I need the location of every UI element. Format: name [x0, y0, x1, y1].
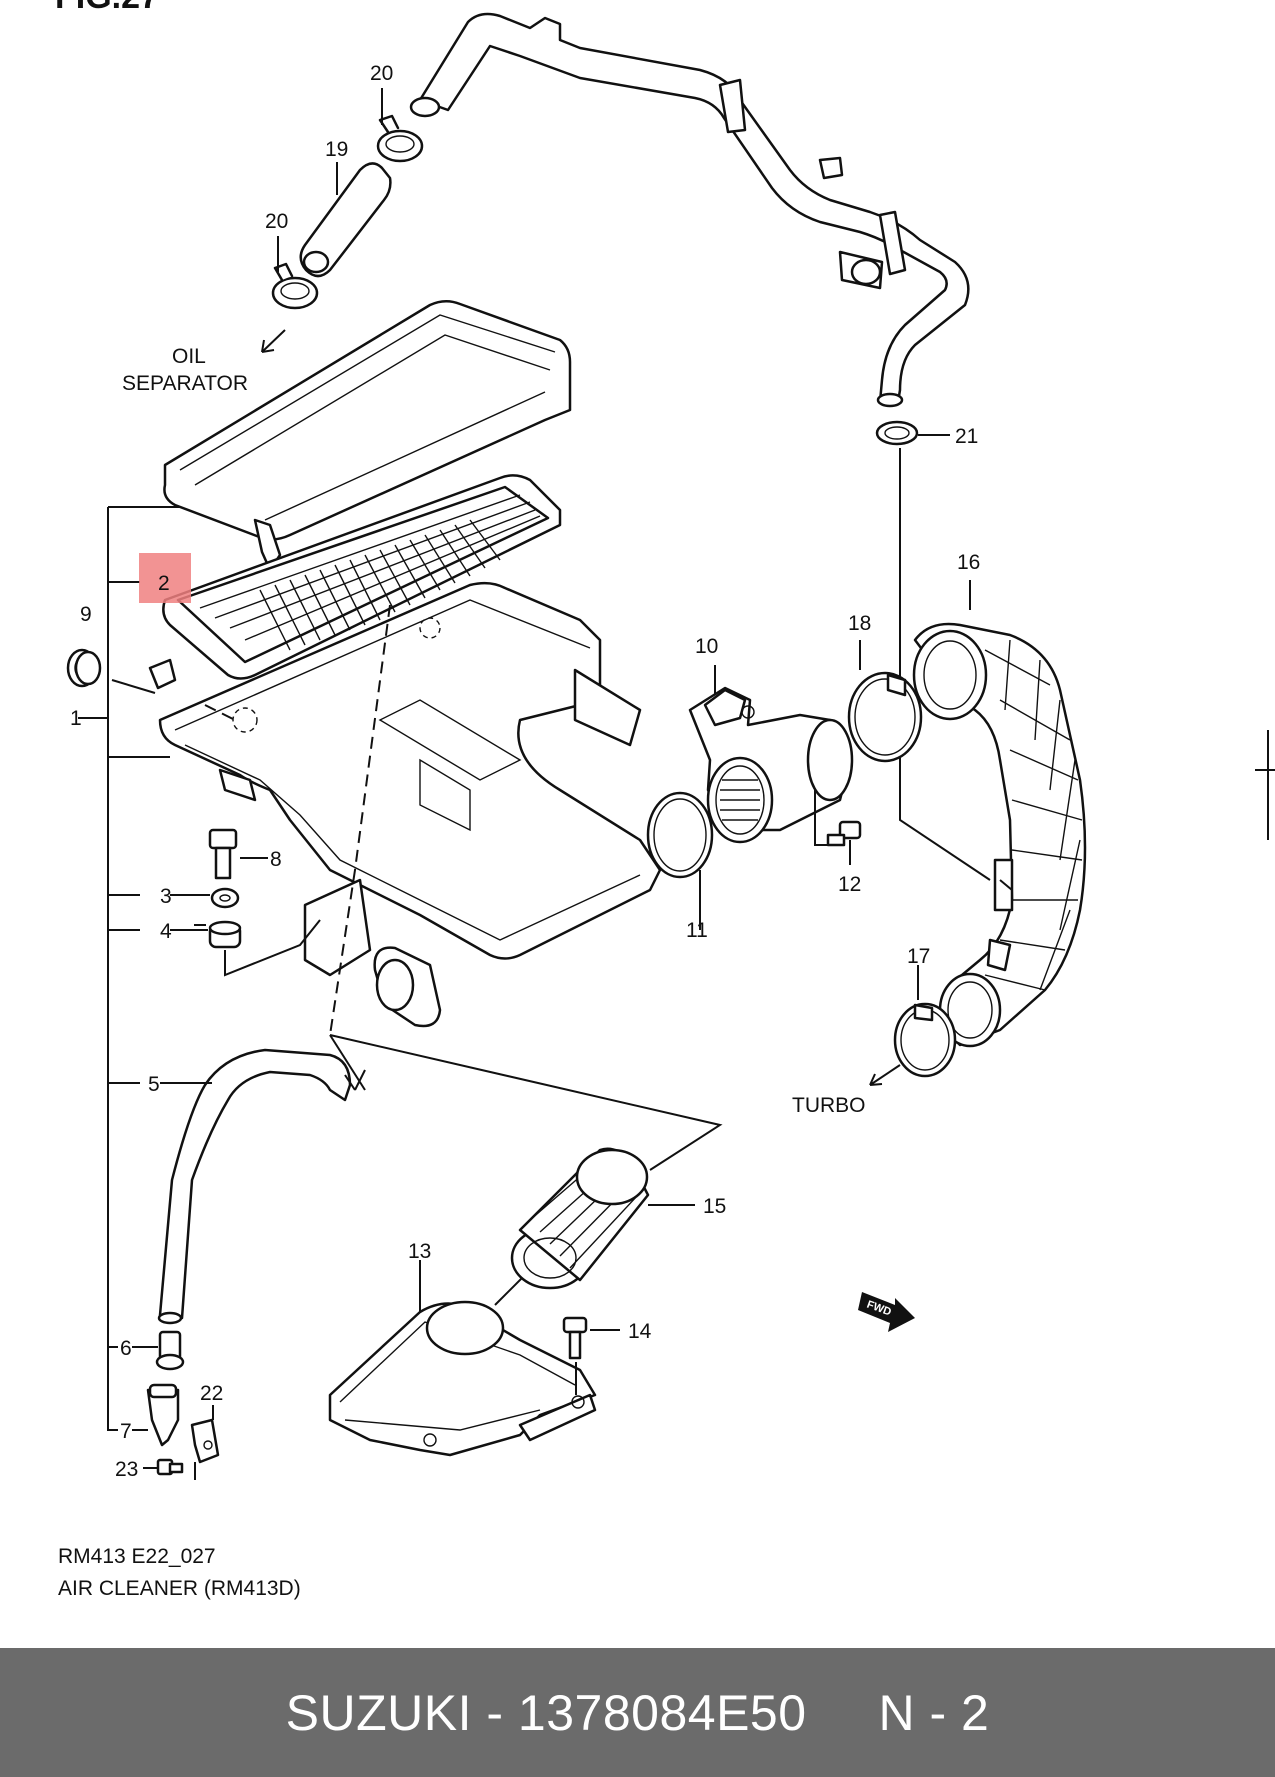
clamp-20-upper: [376, 114, 424, 163]
oil-separator-label-line1: OIL: [172, 345, 206, 368]
callout-23: 23: [115, 1458, 138, 1481]
valve-7: [146, 1383, 180, 1447]
washer-3: [210, 887, 240, 909]
clamp-17: [893, 1002, 957, 1078]
bolt-23: [156, 1458, 184, 1476]
hose-19: [299, 162, 392, 278]
callout-20-lower: 20: [265, 210, 288, 233]
bolt-8: [208, 828, 238, 880]
callout-4: 4: [160, 920, 172, 943]
callout-2: 2: [158, 572, 170, 595]
callout-5: 5: [148, 1073, 160, 1096]
clamp-20-lower: [271, 262, 319, 310]
callouts: 1 2 3 4 5 6 7 8 9 10 11 12 13 14 15 16 1…: [70, 62, 980, 1481]
callout-8: 8: [270, 848, 282, 871]
figure-title: FIG.27: [55, 0, 159, 16]
part-number-label: SUZUKI - 1378084E50 N - 2: [285, 1684, 990, 1741]
callout-19: 19: [325, 138, 348, 161]
connector-6: [155, 1330, 185, 1371]
callout-3: 3: [160, 885, 172, 908]
callout-7: 7: [120, 1420, 132, 1443]
callout-15: 15: [703, 1195, 726, 1218]
o-ring-11: [646, 791, 714, 879]
callout-6: 6: [120, 1337, 132, 1360]
clamp-18: [847, 671, 923, 763]
callout-20-upper: 20: [370, 62, 393, 85]
screw-12: [826, 820, 862, 847]
air-filter-element-2: [162, 474, 562, 680]
outlet-duct-16: [912, 622, 1087, 1048]
callout-18: 18: [848, 612, 871, 635]
bolt-14: [562, 1316, 588, 1360]
fwd-arrow: FWD: [858, 1292, 915, 1332]
callout-17: 17: [907, 945, 930, 968]
callout-16: 16: [957, 551, 980, 574]
bushing-4: [208, 920, 242, 949]
clip-22: [190, 1418, 220, 1464]
caption-name: AIR CLEANER (RM413D): [58, 1577, 301, 1600]
clamp-21: [875, 420, 919, 446]
footer-bar: SUZUKI - 1378084E50 N - 2: [0, 1648, 1275, 1777]
callout-11: 11: [686, 919, 708, 942]
callout-13: 13: [408, 1240, 431, 1263]
hose-5: [157, 1048, 352, 1325]
air-flow-meter-10: [688, 686, 854, 844]
turbo-label: TURBO: [792, 1094, 866, 1117]
callout-12: 12: [838, 873, 861, 896]
oil-separator-label-line2: SEPARATOR: [122, 372, 248, 395]
callout-10: 10: [695, 635, 718, 658]
assembly-bracket: [78, 506, 180, 1431]
callout-21: 21: [955, 425, 978, 448]
bellows-hose-15: [510, 1147, 650, 1290]
callout-22: 22: [200, 1382, 223, 1405]
callout-1: 1: [70, 707, 82, 730]
grommet-9: [66, 648, 102, 688]
intake-duct-13: [328, 1300, 597, 1457]
air-cleaner-cover: [163, 300, 572, 572]
breather-pipe: [409, 12, 970, 408]
callout-9: 9: [80, 603, 92, 626]
callout-14: 14: [628, 1320, 652, 1343]
caption-code: RM413 E22_027: [58, 1545, 216, 1568]
parts-diagram: FIG.27: [55, 0, 1275, 1481]
air-cleaner-case: [148, 581, 662, 1028]
highlight-marker: [139, 553, 191, 603]
